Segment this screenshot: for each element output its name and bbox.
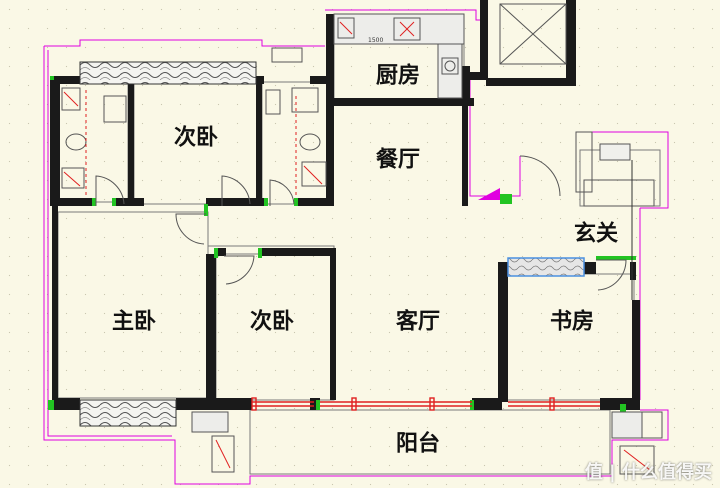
window-markers xyxy=(48,76,636,414)
label-foyer: 玄关 xyxy=(574,221,618,247)
dimension-text: 1500 xyxy=(368,37,383,44)
label-dining: 餐厅 xyxy=(376,148,420,173)
label-living-room: 客厅 xyxy=(396,309,440,335)
foyer-structures xyxy=(575,131,655,300)
elevator-shaft xyxy=(499,3,567,65)
bathroom-fixtures xyxy=(61,47,327,196)
walls xyxy=(50,0,640,410)
label-master-bedroom: 主卧 xyxy=(112,310,156,335)
watermark: 值 | 什么值得买 xyxy=(584,462,712,483)
label-kitchen: 厨房 xyxy=(376,63,420,89)
label-second-bedroom-top: 次卧 xyxy=(174,125,218,151)
room-labels: 厨房 次卧 餐厅 玄关 主卧 次卧 客厅 书房 阳台 xyxy=(112,63,618,457)
label-second-bedroom-bottom: 次卧 xyxy=(250,309,294,335)
dining-accent xyxy=(478,188,500,200)
label-balcony: 阳台 xyxy=(396,431,440,457)
kitchen-fixtures xyxy=(333,13,465,99)
label-study: 书房 xyxy=(550,309,594,335)
balcony-fixtures xyxy=(191,411,663,475)
balcony-glass-doors xyxy=(251,397,600,411)
planter-strips xyxy=(79,61,585,427)
door-swings xyxy=(95,155,627,291)
